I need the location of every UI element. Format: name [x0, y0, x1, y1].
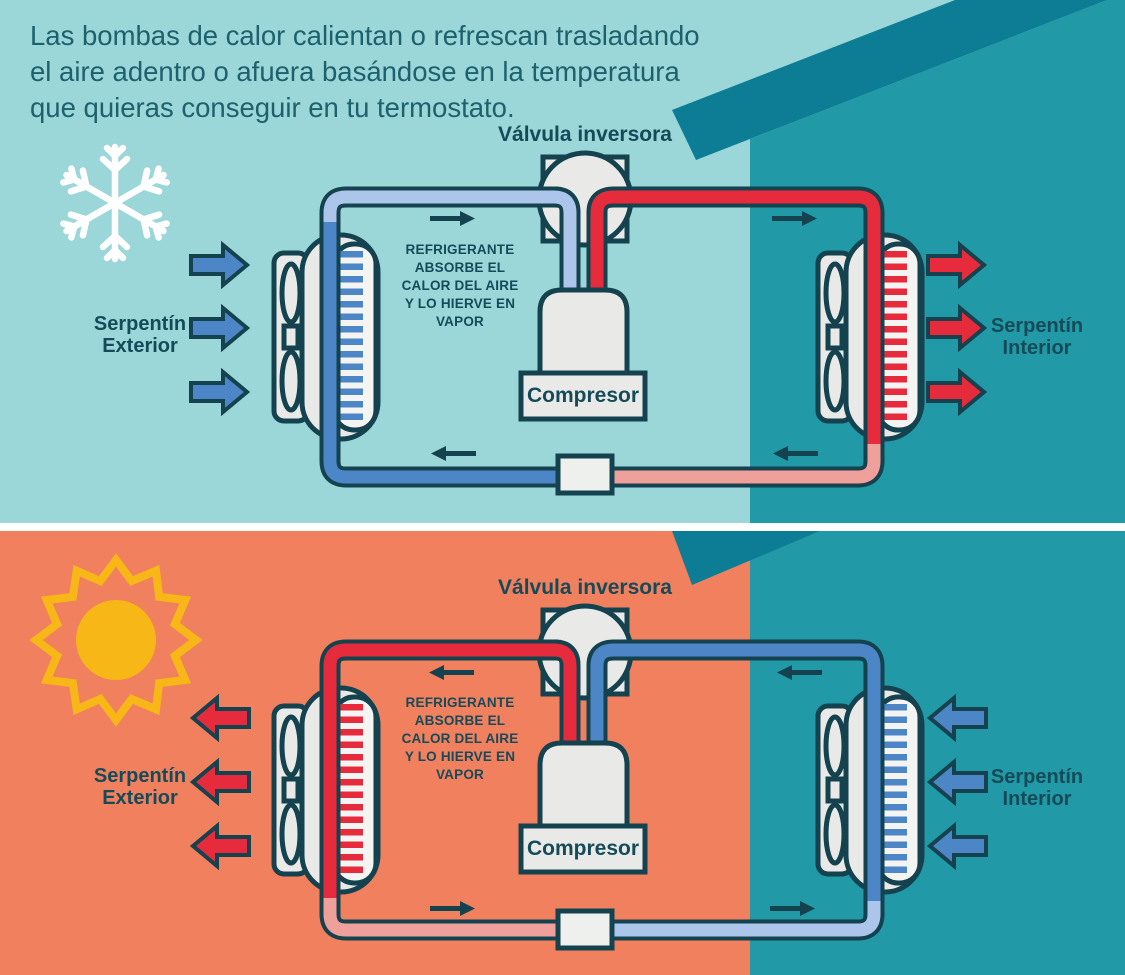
coil-label-line: Interior [1002, 337, 1072, 359]
header-text: Las bombas de calor calientan o refresca… [30, 18, 790, 126]
roof-accent-top [672, 0, 1107, 160]
header-line: que quieras conseguir en tu termostato. [30, 92, 515, 123]
coil-label-line: Serpentín [93, 313, 187, 335]
refrigerant-line: ABSORBE EL [414, 260, 506, 275]
exterior-coil-label-top: Serpentín Exterior [65, 313, 215, 357]
valve-label-bottom: Válvula inversora [498, 576, 672, 599]
valve-label-top: Válvula inversora [498, 123, 672, 146]
exterior-coil-label-bottom: Serpentín Exterior [65, 765, 215, 809]
expansion-valve-top [555, 453, 615, 496]
coil-label-line: Serpentín [990, 315, 1084, 337]
refrigerant-line: CALOR DEL AIRE [401, 731, 519, 746]
compressor-label-top: Compresor [526, 384, 640, 407]
refrigerant-line: VAPOR [435, 767, 484, 782]
compressor-top [518, 287, 648, 422]
coil-label-line: Exterior [102, 335, 178, 357]
coil-label-line: Serpentín [990, 766, 1084, 788]
panel-hot-circuit [191, 603, 988, 951]
expansion-valve-bottom [555, 908, 615, 951]
compressor-bottom [518, 740, 648, 875]
coil-label-line: Interior [1002, 788, 1072, 810]
refrigerant-pipes-bottom [319, 639, 885, 941]
panel-divider [0, 523, 1125, 531]
refrigerant-line: CALOR DEL AIRE [401, 278, 519, 293]
interior-coil-label-bottom: Serpentín Interior [962, 766, 1112, 810]
coil-label-line: Serpentín [93, 765, 187, 787]
coil-label-line: Exterior [102, 787, 178, 809]
refrigerant-line: REFRIGERANTE [405, 695, 515, 710]
header-line: el aire adentro o afuera basándose en la… [30, 56, 680, 87]
refrigerant-text-bottom: REFRIGERANTE ABSORBE EL CALOR DEL AIRE Y… [381, 694, 539, 784]
interior-coil-label-top: Serpentín Interior [962, 315, 1112, 359]
sun-icon [29, 553, 203, 727]
panel-cold-circuit [189, 150, 986, 496]
refrigerant-line: Y LO HIERVE EN [404, 749, 516, 764]
refrigerant-text-top: REFRIGERANTE ABSORBE EL CALOR DEL AIRE Y… [381, 241, 539, 331]
compressor-label-bottom: Compresor [526, 837, 640, 860]
header-line: Las bombas de calor calientan o refresca… [30, 20, 700, 51]
refrigerant-pipes-top [319, 186, 885, 488]
refrigerant-line: Y LO HIERVE EN [404, 296, 516, 311]
refrigerant-line: VAPOR [435, 314, 484, 329]
roof-accent-bottom [672, 531, 820, 585]
refrigerant-line: REFRIGERANTE [405, 242, 515, 257]
refrigerant-line: ABSORBE EL [414, 713, 506, 728]
